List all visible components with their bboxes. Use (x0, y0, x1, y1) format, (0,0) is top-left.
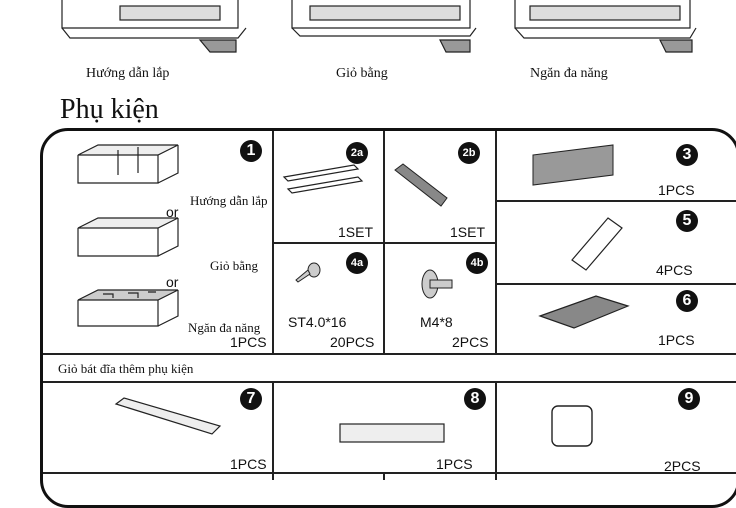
divider (43, 353, 736, 355)
label-ngan-da-nang: Ngăn đa năng (188, 320, 261, 335)
or-text: or (166, 204, 179, 220)
divider (272, 242, 495, 244)
divider (43, 472, 736, 474)
badge-1: 1 (240, 140, 262, 162)
badge-4b: 4b (466, 252, 488, 274)
divider (495, 200, 736, 202)
badge-9: 9 (678, 388, 700, 410)
badge-2a: 2a (346, 142, 368, 164)
divider (495, 283, 736, 285)
caption-ngan-da-nang: Ngăn đa năng (530, 66, 608, 81)
label-huong-dan-lap: Hướng dẫn lắp (190, 193, 268, 208)
divider (383, 472, 385, 480)
qty-2a: 1SET (338, 224, 374, 240)
rail-icon (282, 164, 364, 194)
divider (272, 381, 274, 480)
qty-3: 1PCS (658, 182, 695, 198)
wedge-icon (394, 163, 448, 207)
badge-8: 8 (464, 388, 486, 410)
label-gio-bang: Giỏ bằng (210, 258, 259, 273)
tray-icon (538, 295, 630, 329)
divider (495, 381, 497, 480)
drawer-multi-icon (77, 144, 179, 184)
spec-4a: ST4.0*16 (288, 314, 347, 330)
badge-5: 5 (676, 210, 698, 232)
drawer-flat-icon (77, 217, 179, 257)
qty-1: 1PCS (230, 334, 267, 350)
back-panel-icon (532, 144, 614, 186)
qty-6: 1PCS (658, 332, 695, 348)
utensil-basket-icon (114, 397, 222, 435)
qty-5: 4PCS (656, 262, 693, 278)
cup-holder-icon (551, 405, 593, 447)
badge-4a: 4a (346, 252, 368, 274)
badge-6: 6 (676, 290, 698, 312)
caption-gio-bang: Giỏ bằng (336, 66, 388, 81)
bolt-icon (421, 269, 453, 299)
spec-4b: M4*8 (420, 314, 453, 330)
drawer-compartment-icon (77, 289, 179, 327)
or-text: or (166, 274, 179, 290)
badge-2b: 2b (458, 142, 480, 164)
qty-2b: 1SET (450, 224, 486, 240)
caption-huong-dan-lap: Hướng dẫn lắp (86, 66, 170, 81)
divider (43, 381, 736, 383)
qty-7: 1PCS (230, 456, 267, 472)
badge-7: 7 (240, 388, 262, 410)
drawer-illustration-1 (61, 0, 697, 53)
extra-accessories-label: Giỏ bát đĩa thêm phụ kiện (58, 361, 194, 376)
divider (495, 131, 497, 353)
badge-3: 3 (676, 144, 698, 166)
qty-8: 1PCS (436, 456, 473, 472)
qty-9: 2PCS (664, 458, 701, 474)
bar-icon (339, 423, 445, 443)
section-title: Phụ kiện (60, 94, 159, 125)
screw-icon (295, 262, 321, 283)
qty-4b: 2PCS (452, 334, 489, 350)
bracket-icon (571, 217, 623, 271)
qty-4a: 20PCS (330, 334, 375, 350)
